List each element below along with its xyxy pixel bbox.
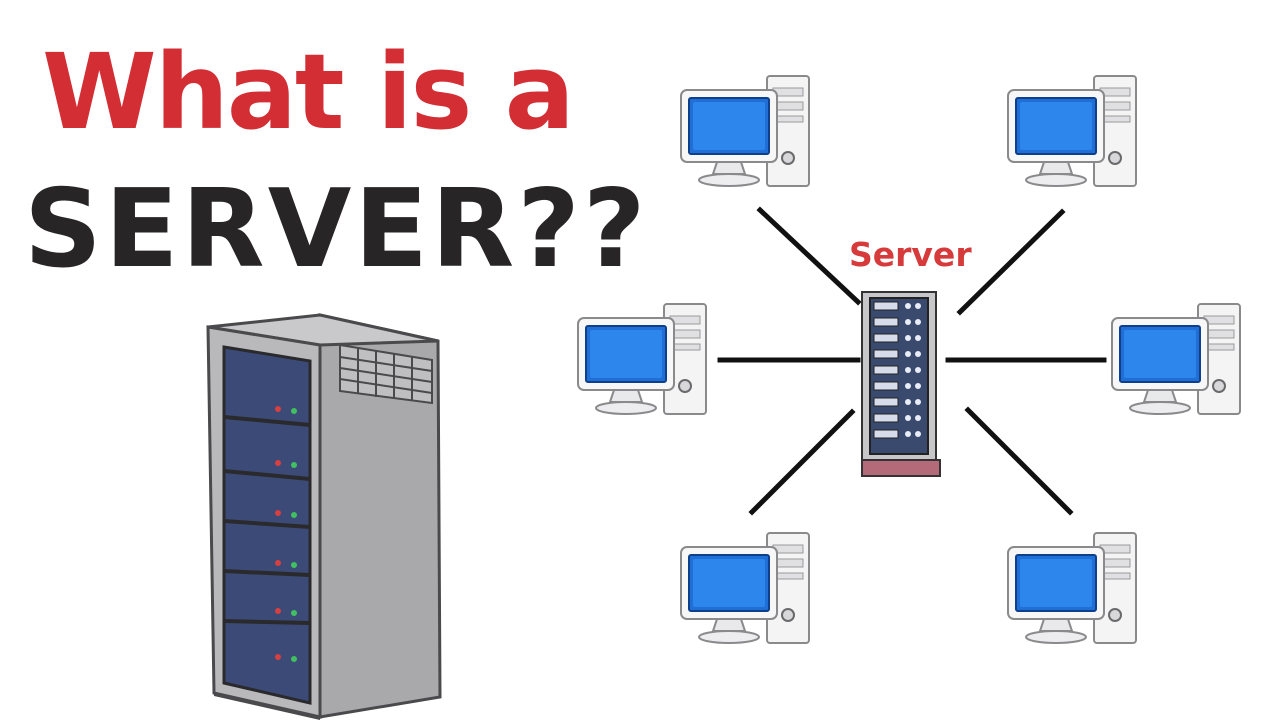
server-rack-icon — [861, 291, 941, 477]
desktop-computer-icon — [577, 303, 707, 415]
server-tower-icon — [206, 313, 442, 720]
link-bottom-left — [748, 408, 856, 516]
desktop-computer-icon — [1111, 303, 1241, 415]
desktop-computer-icon — [680, 532, 810, 644]
link-top-right — [956, 208, 1066, 316]
link-bottom-right — [964, 406, 1074, 516]
desktop-computer-icon — [1007, 532, 1137, 644]
title-what-is-a: What is a — [42, 31, 575, 153]
link-top-left — [756, 206, 862, 306]
server-label: Server — [849, 235, 972, 274]
desktop-computer-icon — [680, 75, 810, 187]
title-server: SERVER?? — [24, 167, 649, 292]
desktop-computer-icon — [1007, 75, 1137, 187]
